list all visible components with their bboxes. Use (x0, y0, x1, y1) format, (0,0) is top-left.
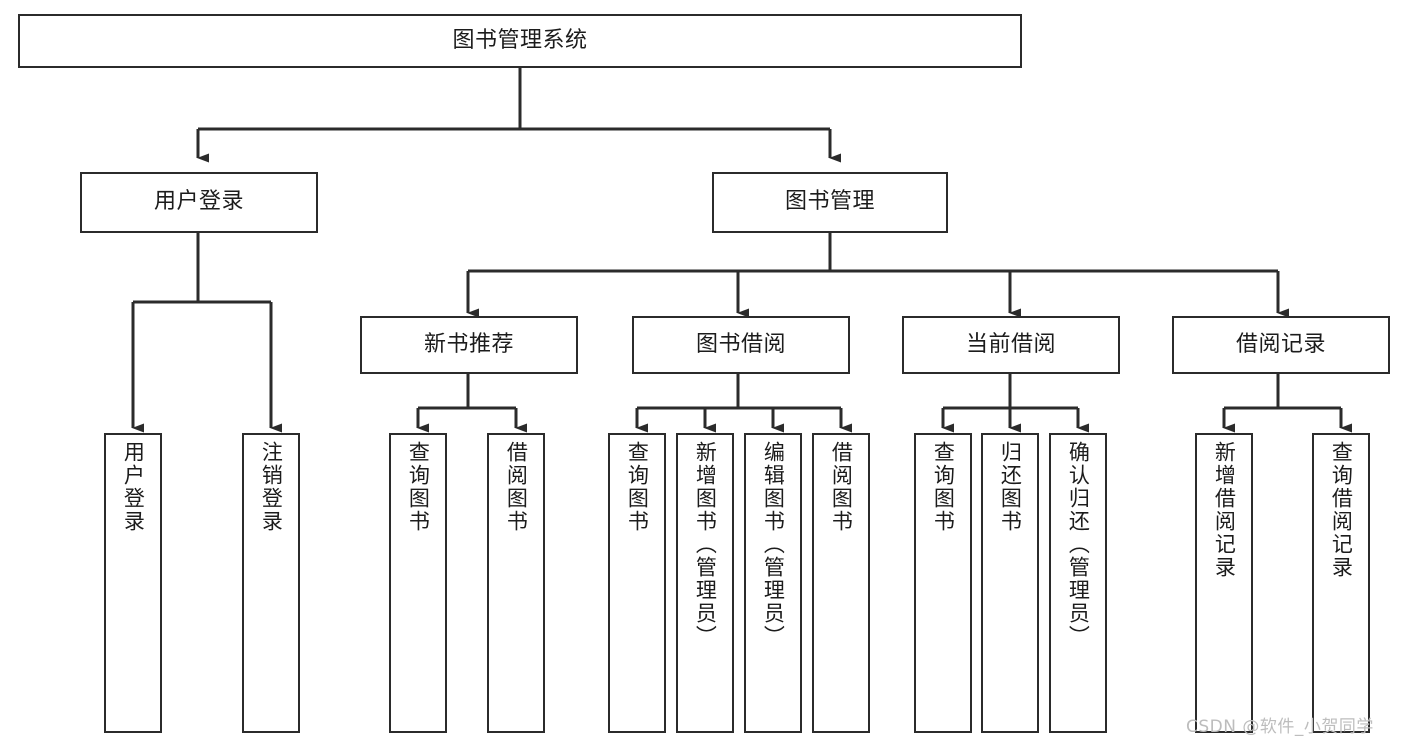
leaf-user-login-logout[interactable]: 注销登录 (242, 433, 300, 733)
node-book-borrow[interactable]: 图书借阅 (632, 316, 850, 374)
leaf-label: 新增图书（管理员） (693, 441, 718, 648)
node-user-login[interactable]: 用户登录 (80, 172, 318, 233)
leaf-label: 查询借阅记录 (1329, 441, 1354, 579)
leaf-record-query-record[interactable]: 查询借阅记录 (1312, 433, 1370, 733)
leaf-label: 查询图书 (406, 441, 431, 533)
node-new-book-recommend-label: 新书推荐 (423, 331, 514, 357)
leaf-label: 新增借阅记录 (1212, 441, 1237, 579)
leaf-new-book-borrow[interactable]: 借阅图书 (487, 433, 545, 733)
leaf-borrow-borrow-book[interactable]: 借阅图书 (812, 433, 870, 733)
leaf-user-login-login[interactable]: 用户登录 (104, 433, 162, 733)
leaf-new-book-query[interactable]: 查询图书 (389, 433, 447, 733)
leaf-label: 确认归还（管理员） (1066, 441, 1091, 648)
node-current-borrow[interactable]: 当前借阅 (902, 316, 1120, 374)
leaf-label: 查询图书 (625, 441, 650, 533)
leaf-current-query-book[interactable]: 查询图书 (914, 433, 972, 733)
leaf-label: 编辑图书（管理员） (761, 441, 786, 648)
leaf-label: 借阅图书 (504, 441, 529, 533)
leaf-label: 用户登录 (121, 441, 146, 533)
node-book-borrow-label: 图书借阅 (695, 331, 786, 357)
leaf-current-return-book[interactable]: 归还图书 (981, 433, 1039, 733)
leaf-label: 归还图书 (998, 441, 1023, 533)
node-borrow-record-label: 借阅记录 (1235, 331, 1326, 357)
node-root-label: 图书管理系统 (452, 27, 588, 53)
node-book-management-label: 图书管理 (784, 189, 875, 215)
node-user-login-label: 用户登录 (153, 189, 244, 215)
watermark: CSDN @软件_小贺同学 (1186, 717, 1374, 737)
leaf-label: 注销登录 (259, 441, 284, 533)
leaf-borrow-edit-book-admin[interactable]: 编辑图书（管理员） (744, 433, 802, 733)
node-borrow-record[interactable]: 借阅记录 (1172, 316, 1390, 374)
leaf-borrow-add-book-admin[interactable]: 新增图书（管理员） (676, 433, 734, 733)
leaf-current-confirm-return-admin[interactable]: 确认归还（管理员） (1049, 433, 1107, 733)
leaf-record-add-record[interactable]: 新增借阅记录 (1195, 433, 1253, 733)
node-current-borrow-label: 当前借阅 (965, 331, 1056, 357)
leaf-borrow-query-book[interactable]: 查询图书 (608, 433, 666, 733)
node-book-management[interactable]: 图书管理 (712, 172, 948, 233)
leaf-label: 查询图书 (931, 441, 956, 533)
node-new-book-recommend[interactable]: 新书推荐 (360, 316, 578, 374)
leaf-label: 借阅图书 (829, 441, 854, 533)
node-root-system[interactable]: 图书管理系统 (18, 14, 1022, 68)
